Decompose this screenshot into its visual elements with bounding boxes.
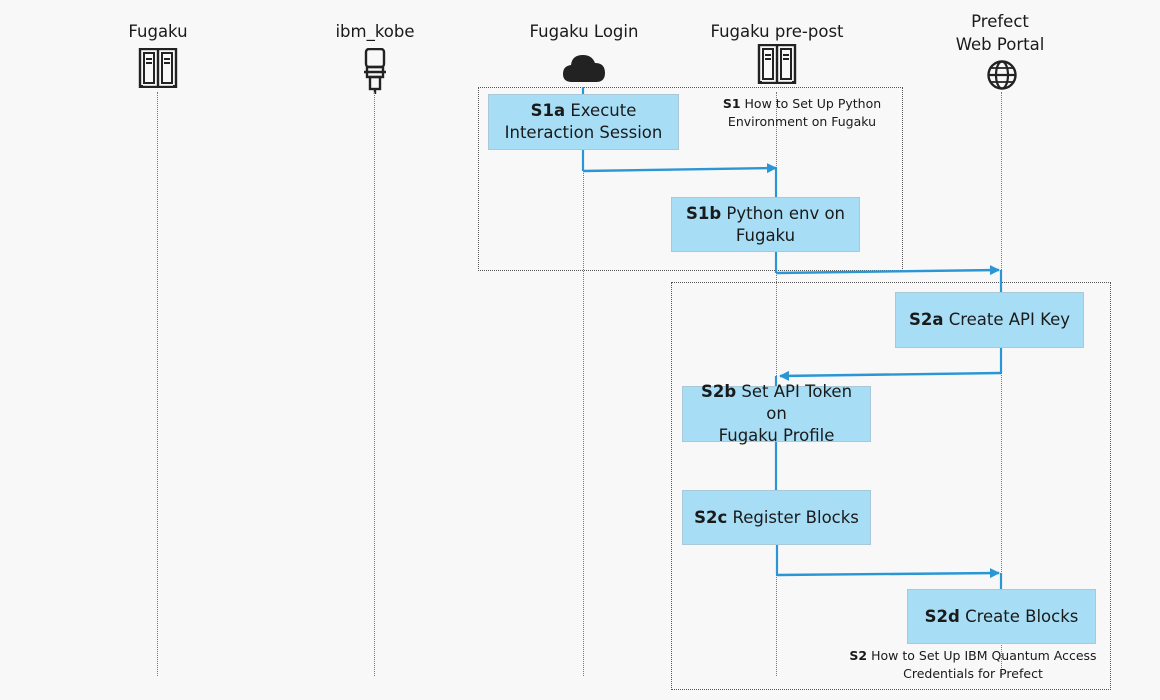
- step-s1b-code: S1b: [685, 203, 722, 223]
- step-s2d-code: S2d: [924, 606, 960, 626]
- group-s1: [478, 87, 903, 271]
- step-s2c-text: S2c Register Blocks: [694, 507, 859, 529]
- step-s2b-text: S2b Set API Token on Fugaku Profile: [689, 381, 864, 447]
- step-s2a-line1: Create API Key: [948, 310, 1071, 329]
- group-s2-caption: S2 How to Set Up IBM Quantum Access Cred…: [849, 647, 1096, 683]
- group-s1-code: S1: [722, 96, 741, 111]
- group-s1-caption-line1: S1 How to Set Up Python: [723, 95, 881, 113]
- step-s1a-text: S1a Execute Interaction Session: [505, 100, 663, 144]
- lifeline-fugaku-login: [583, 92, 584, 676]
- cloud-icon: [563, 55, 605, 82]
- step-s2b-line2: Fugaku Profile: [718, 426, 835, 445]
- step-s2c-line1: Register Blocks: [732, 507, 859, 527]
- arrow-s2c-to-s2d: [776, 568, 1000, 579]
- server-icon: [138, 48, 178, 88]
- lifeline-prefect: [1001, 92, 1002, 676]
- server-icon: [757, 44, 797, 84]
- step-s2d-text: S2d Create Blocks: [925, 606, 1079, 628]
- lifeline-fugaku: [157, 92, 158, 676]
- group-s2-title-line1: How to Set Up IBM Quantum Access: [871, 648, 1097, 663]
- lifeline-ibm-kobe: [374, 92, 375, 676]
- step-s2d-line1: Create Blocks: [965, 606, 1079, 626]
- actor-label-ibm-kobe: ibm_kobe: [335, 22, 415, 41]
- actor-label-prefect: Prefect Web Portal: [956, 10, 1045, 56]
- step-s1b-text: S1b Python env on Fugaku: [686, 203, 845, 247]
- group-s1-caption: S1 How to Set Up Python Environment on F…: [723, 95, 881, 131]
- step-s1a-code: S1a: [530, 101, 566, 120]
- step-s1b: S1b Python env on Fugaku: [671, 197, 860, 252]
- step-s2b-line1: Set API Token on: [741, 382, 853, 423]
- globe-icon: [987, 60, 1017, 90]
- step-s2a-text: S2a Create API Key: [909, 309, 1070, 331]
- step-s2d: S2d Create Blocks: [907, 589, 1096, 644]
- step-s2a: S2a Create API Key: [895, 292, 1084, 348]
- actor-label-prefect-line1: Prefect: [971, 12, 1029, 31]
- step-s1a: S1a Execute Interaction Session: [488, 94, 679, 150]
- actor-label-fugaku-login: Fugaku Login: [529, 22, 639, 41]
- group-s1-title-line1: How to Set Up Python: [744, 96, 882, 111]
- step-s1b-line1: Python env on: [726, 203, 846, 223]
- arrow-s2a-to-s2b: [779, 370, 1002, 381]
- step-s2c: S2c Register Blocks: [682, 490, 871, 545]
- group-s2-title-line2: Credentials for Prefect: [903, 666, 1043, 681]
- group-s2-caption-line1: S2 How to Set Up IBM Quantum Access: [849, 647, 1096, 665]
- group-s2-code: S2: [849, 648, 868, 663]
- group-s1-title-line2: Environment on Fugaku: [727, 114, 877, 129]
- group-s2: [671, 282, 1111, 690]
- step-s1b-line2: Fugaku: [735, 225, 796, 245]
- step-s1a-line2: Interaction Session: [504, 123, 663, 142]
- arrow-s1a-to-s1b: [582, 163, 777, 174]
- step-s2c-code: S2c: [694, 507, 728, 527]
- arrow-s1b-to-s2a: [775, 265, 1000, 276]
- usb-plug-icon: [364, 48, 386, 94]
- actor-label-fugaku-prepost: Fugaku pre-post: [710, 22, 844, 41]
- step-s1a-line1: Execute: [570, 101, 637, 120]
- step-s2a-code: S2a: [908, 310, 944, 329]
- actor-label-fugaku: Fugaku: [128, 22, 188, 41]
- step-s2b: S2b Set API Token on Fugaku Profile: [682, 382, 871, 445]
- actor-label-prefect-line2: Web Portal: [955, 35, 1045, 54]
- step-s2b-code: S2b: [700, 382, 737, 401]
